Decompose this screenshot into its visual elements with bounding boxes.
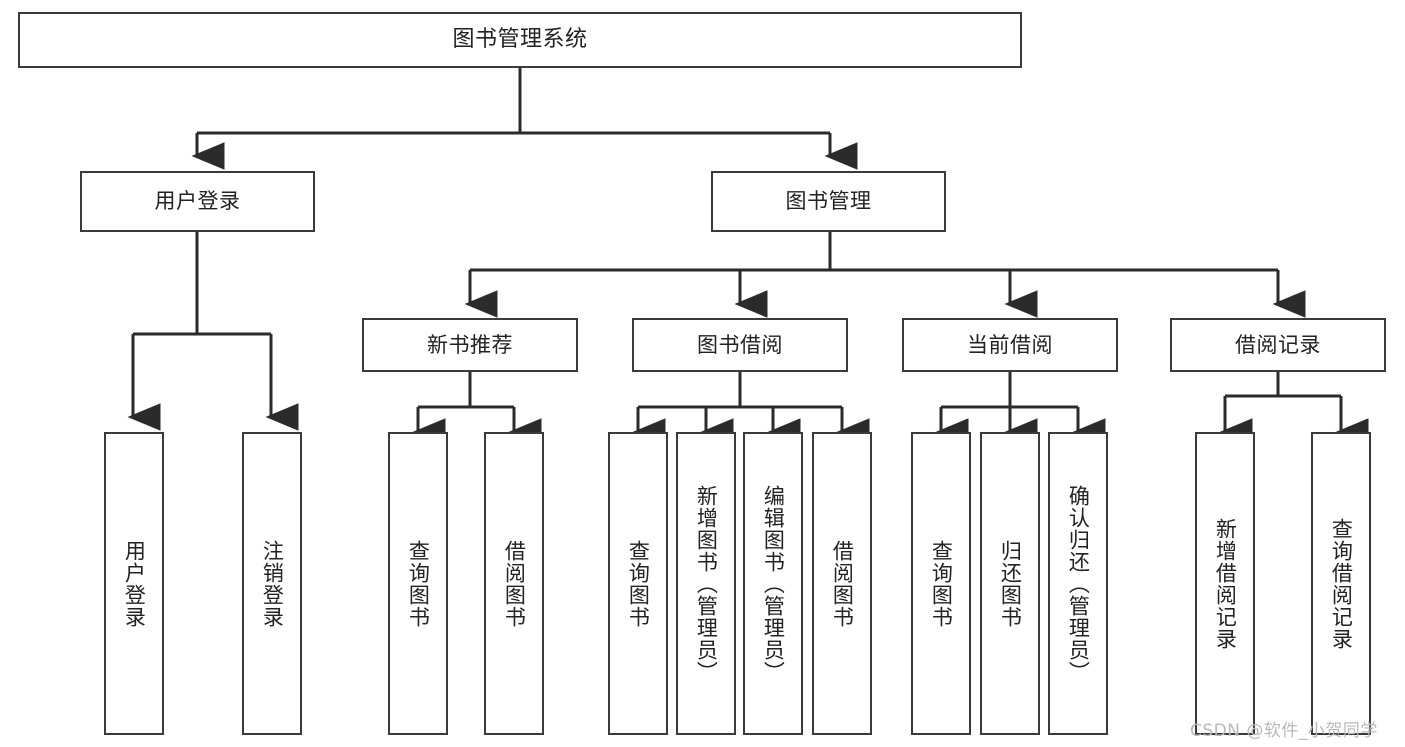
node-current-borrow[interactable]: 当前借阅 [902,318,1118,372]
leaf-borrow-borrow-book[interactable]: 借阅图书 [812,432,872,735]
node-label: 借阅记录 [1235,332,1321,357]
leaf-recommend-query-book[interactable]: 查询图书 [388,432,448,735]
leaf-borrow-edit-book[interactable]: 编辑图书（管理员） [743,432,803,735]
node-label: 查询图书 [626,539,651,628]
node-new-book-recommend[interactable]: 新书推荐 [362,318,578,372]
leaf-record-add-record[interactable]: 新增借阅记录 [1195,432,1255,735]
node-borrow-record[interactable]: 借阅记录 [1170,318,1386,372]
node-label: 当前借阅 [967,332,1053,357]
leaf-current-confirm-return[interactable]: 确认归还（管理员） [1048,432,1108,735]
node-label: 借阅图书 [830,539,855,628]
node-label: 编辑图书（管理员） [761,484,786,683]
node-label: 查询图书 [406,539,431,628]
leaf-record-query-record[interactable]: 查询借阅记录 [1311,432,1371,735]
watermark: CSDN @软件_小贺同学 [1190,721,1378,741]
leaf-borrow-query-book[interactable]: 查询图书 [608,432,668,735]
node-book-management[interactable]: 图书管理 [711,171,946,232]
node-label: 借阅图书 [502,539,527,628]
node-label: 注销登录 [260,539,285,628]
node-label: 新增图书（管理员） [694,484,719,683]
node-label: 归还图书 [998,539,1023,628]
node-label: 用户登录 [154,189,241,214]
leaf-current-return-book[interactable]: 归还图书 [980,432,1040,735]
node-user-login[interactable]: 用户登录 [80,171,315,232]
leaf-current-query-book[interactable]: 查询图书 [911,432,971,735]
node-book-borrow[interactable]: 图书借阅 [632,318,848,372]
node-label: 确认归还（管理员） [1066,484,1091,683]
leaf-user-logout[interactable]: 注销登录 [242,432,302,735]
node-label: 查询图书 [929,539,954,628]
leaf-recommend-borrow-book[interactable]: 借阅图书 [484,432,544,735]
node-label: 查询借阅记录 [1329,517,1354,650]
node-root-system[interactable]: 图书管理系统 [18,12,1022,68]
leaf-user-login[interactable]: 用户登录 [104,432,164,735]
leaf-borrow-add-book[interactable]: 新增图书（管理员） [676,432,736,735]
node-label: 图书管理 [785,189,872,214]
node-label: 图书借阅 [697,332,783,357]
node-label: 新书推荐 [427,332,513,357]
node-label: 用户登录 [122,539,147,628]
node-label: 新增借阅记录 [1213,517,1238,650]
node-label: 图书管理系统 [452,27,588,53]
